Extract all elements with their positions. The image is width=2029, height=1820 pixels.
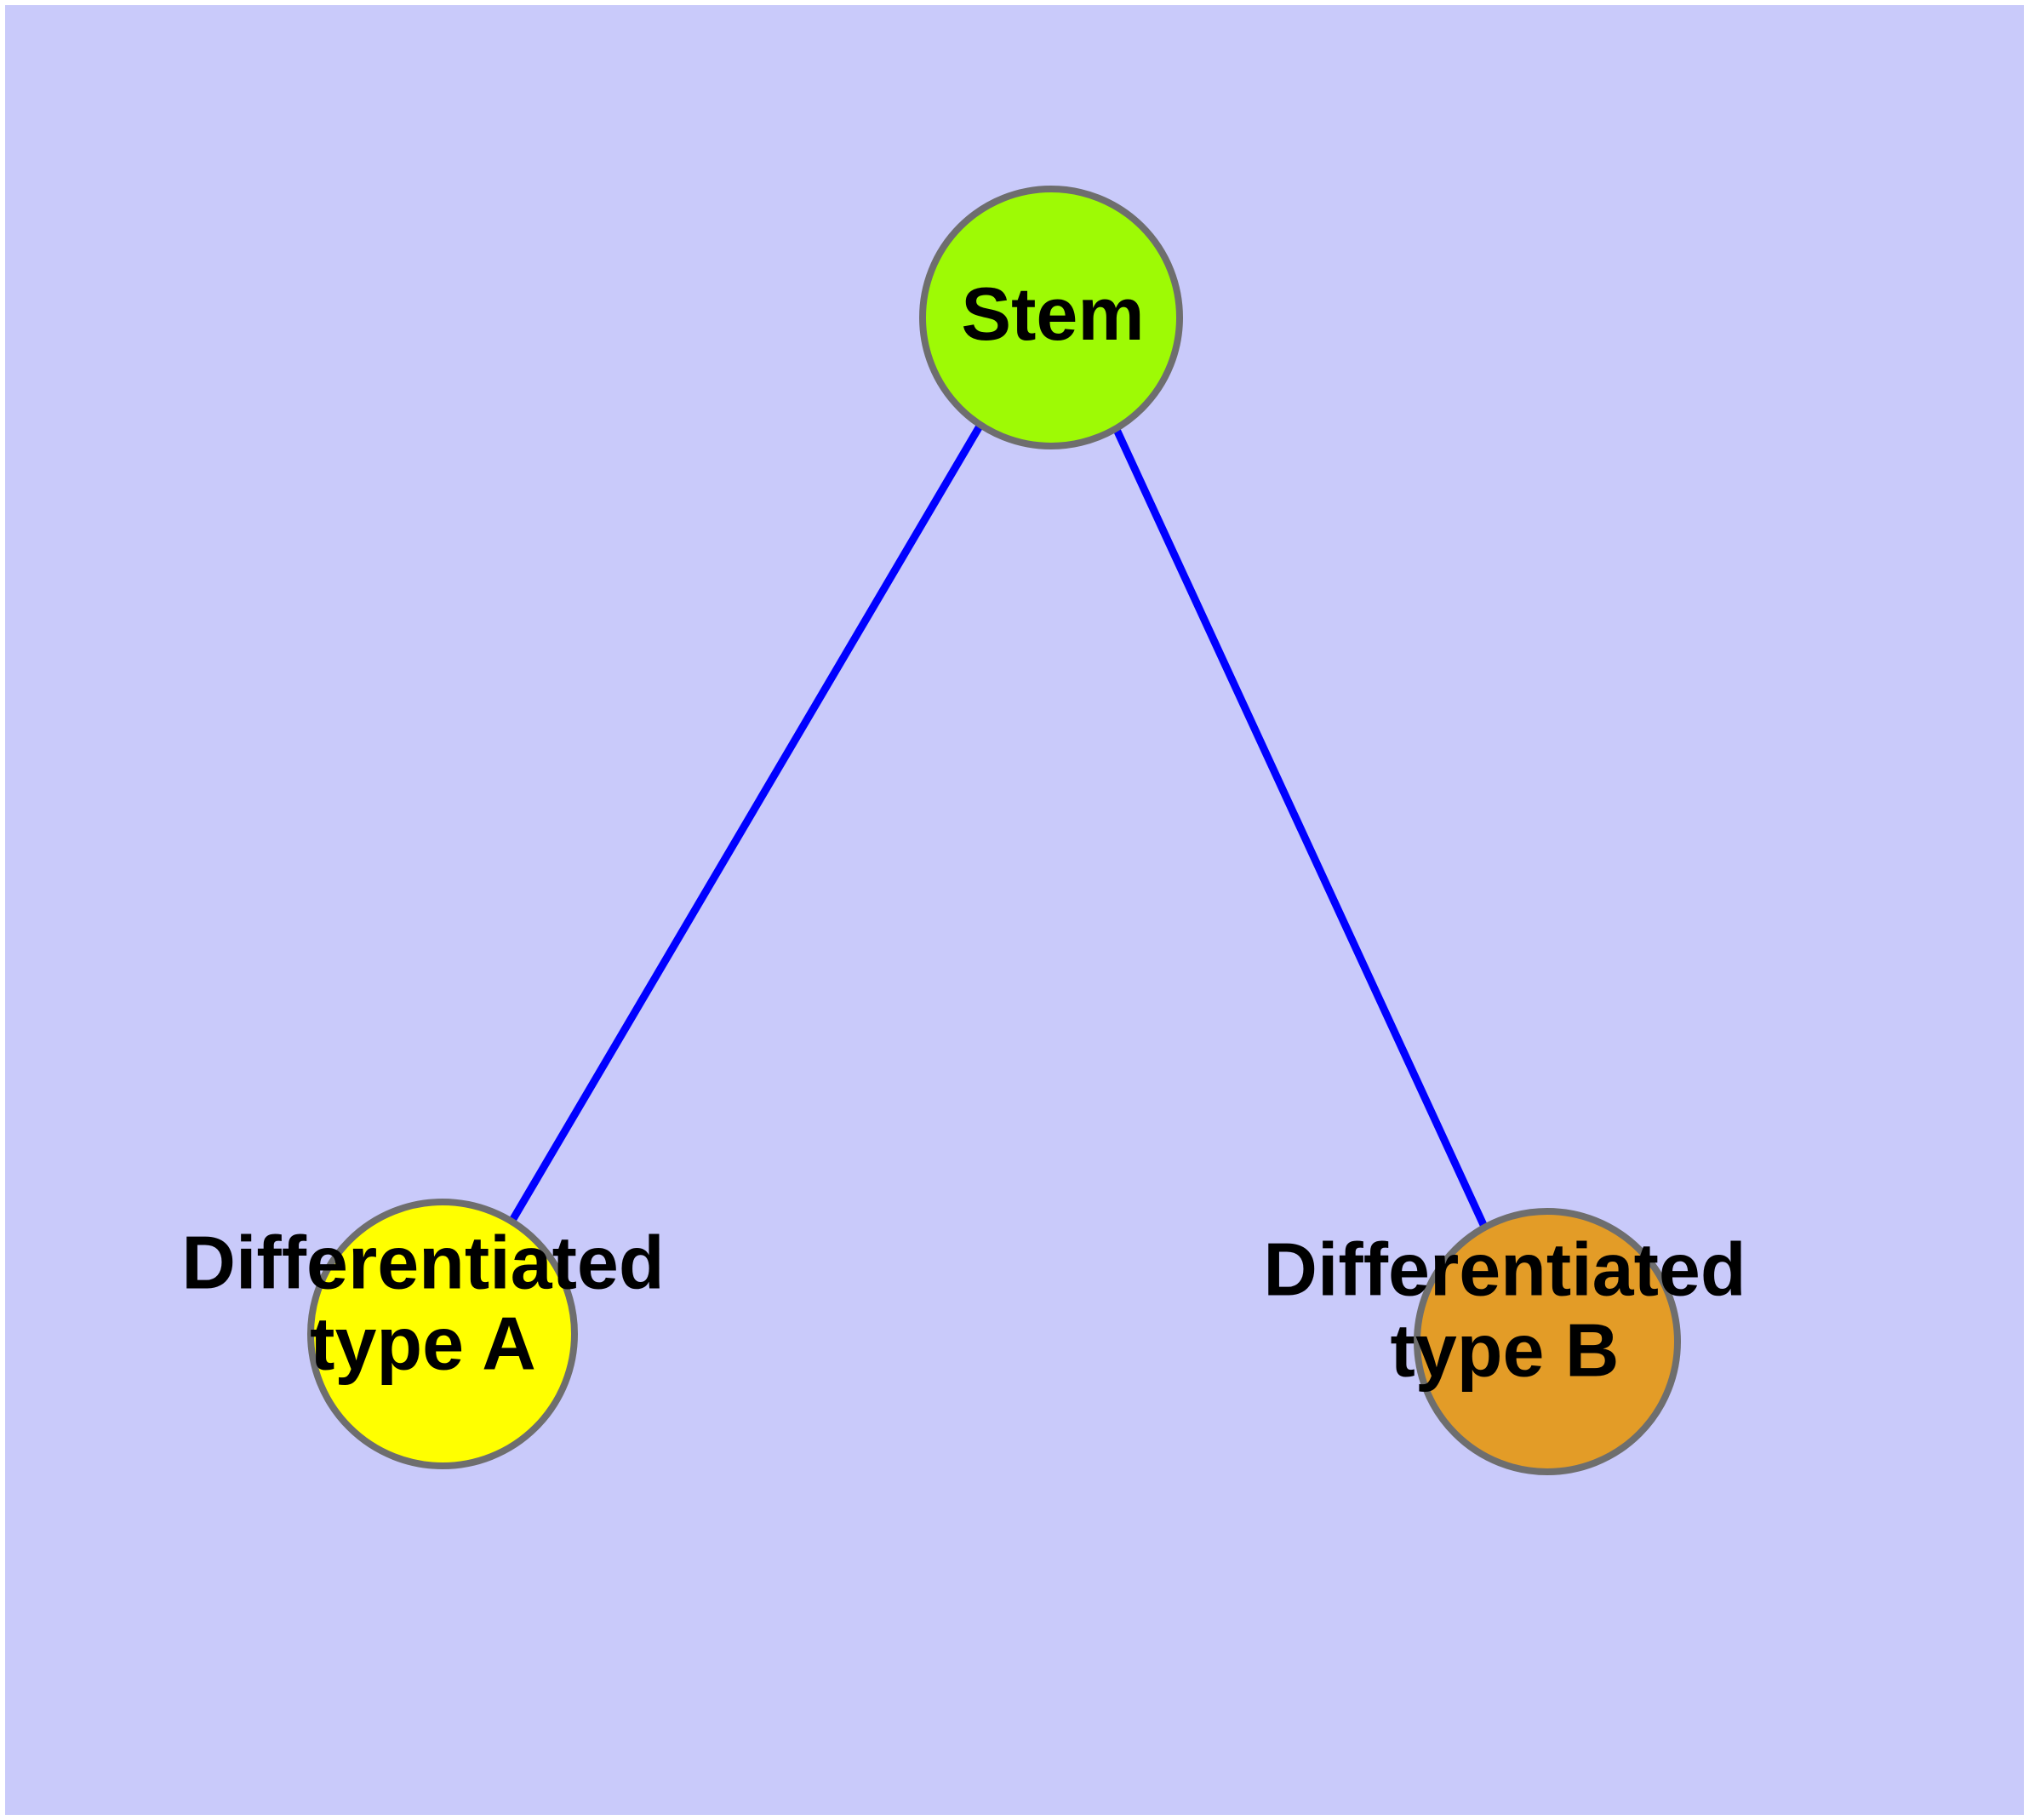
node-differentiated-type-b-circle[interactable] (1414, 1208, 1681, 1475)
edges-layer (507, 421, 1489, 1228)
edge-stem-to-differentiated-b[interactable] (1109, 421, 1489, 1228)
node-stem-label: Stem (961, 272, 1144, 356)
node-stem[interactable]: Stem (919, 186, 1183, 449)
edge-stem-to-differentiated-a[interactable] (507, 422, 984, 1226)
node-stem-circle[interactable] (919, 186, 1183, 449)
node-differentiated-type-a-circle[interactable] (307, 1199, 578, 1469)
